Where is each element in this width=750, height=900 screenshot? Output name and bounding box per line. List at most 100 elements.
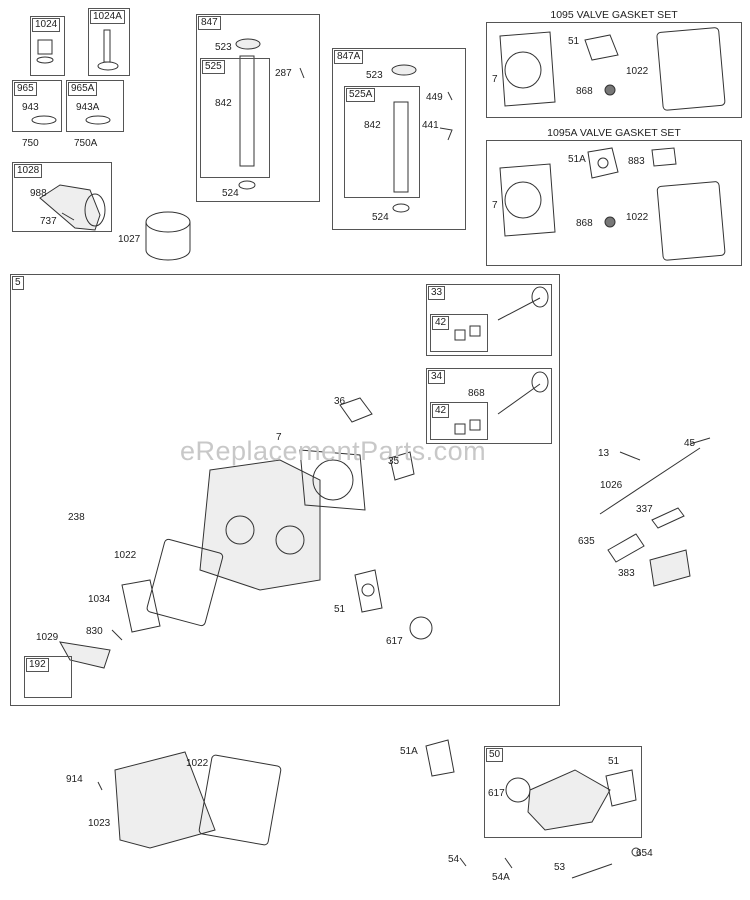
box-847 bbox=[196, 14, 320, 202]
box-1028 bbox=[12, 162, 112, 232]
box-5 bbox=[10, 274, 560, 706]
part-524b: 524 bbox=[372, 212, 389, 223]
box-1024a bbox=[88, 8, 130, 76]
part-617-bottom: 617 bbox=[488, 788, 505, 799]
part-842: 842 bbox=[215, 98, 232, 109]
label-1024: 1024 bbox=[32, 18, 61, 32]
part-943a: 943A bbox=[76, 102, 100, 113]
label-1024a: 1024A bbox=[90, 10, 125, 24]
part-54a: 54A bbox=[492, 872, 510, 883]
label-965: 965 bbox=[14, 82, 37, 96]
part-635: 635 bbox=[578, 536, 595, 547]
part-36: 36 bbox=[334, 396, 346, 407]
breather-plate-icon bbox=[121, 579, 161, 633]
box-34 bbox=[426, 368, 552, 444]
label-42-b: 42 bbox=[432, 404, 450, 418]
part-617-head: 617 bbox=[386, 636, 403, 647]
part-337: 337 bbox=[636, 504, 653, 515]
label-1028: 1028 bbox=[14, 164, 43, 178]
box-1095 bbox=[486, 8, 742, 118]
label-34: 34 bbox=[428, 370, 446, 384]
label-42-a: 42 bbox=[432, 316, 450, 330]
box-525a bbox=[344, 86, 420, 198]
part-383: 383 bbox=[618, 568, 635, 579]
label-847a: 847A bbox=[334, 50, 364, 64]
part-45: 45 bbox=[684, 438, 696, 449]
part-1022-head: 1022 bbox=[114, 550, 137, 561]
box-965a bbox=[66, 80, 124, 132]
box-1095a bbox=[486, 126, 742, 266]
part-51A-top: 51A bbox=[568, 154, 586, 165]
box-847a bbox=[332, 48, 466, 230]
part-1022-bottom: 1022 bbox=[186, 758, 209, 769]
part-1022-mid: 1022 bbox=[626, 212, 649, 223]
valve-b-icon bbox=[454, 371, 549, 435]
label-1095a: 1095A VALVE GASKET SET bbox=[486, 126, 742, 141]
watermark: eReplacementParts.com bbox=[180, 436, 487, 466]
part-1029: 1029 bbox=[36, 632, 59, 643]
part-830: 830 bbox=[86, 626, 103, 637]
part-523: 523 bbox=[215, 42, 232, 53]
part-1027: 1027 bbox=[118, 234, 141, 245]
part-883: 883 bbox=[628, 156, 645, 167]
valve-cover-icon bbox=[97, 751, 282, 849]
label-525a: 525A bbox=[346, 88, 376, 102]
part-441: 441 bbox=[422, 120, 439, 131]
part-914: 914 bbox=[66, 774, 83, 785]
part-287: 287 bbox=[275, 68, 292, 79]
breather-tube-icon bbox=[97, 29, 119, 71]
valve-icon bbox=[454, 286, 549, 341]
label-525: 525 bbox=[202, 60, 225, 74]
part-7-top: 7 bbox=[492, 74, 498, 85]
valve-cover-gasket-icon bbox=[146, 538, 224, 627]
part-524: 524 bbox=[222, 188, 239, 199]
part-51A-bottom: 51A bbox=[400, 746, 418, 757]
label-192: 192 bbox=[26, 658, 49, 672]
part-868-top: 868 bbox=[576, 86, 593, 97]
part-988: 988 bbox=[30, 188, 47, 199]
intake-gasket-icon bbox=[354, 569, 433, 640]
oil-filter-icon bbox=[145, 211, 191, 261]
part-1026: 1026 bbox=[600, 480, 623, 491]
label-33: 33 bbox=[428, 286, 446, 300]
box-965 bbox=[12, 80, 62, 132]
part-654: 654 bbox=[636, 848, 653, 859]
label-965a: 965A bbox=[68, 82, 98, 96]
part-842b: 842 bbox=[364, 120, 381, 131]
dipstick-tube-alt-icon bbox=[391, 64, 453, 213]
part-35: 35 bbox=[388, 456, 400, 467]
box-192 bbox=[24, 656, 72, 698]
part-51-bottom: 51 bbox=[608, 756, 620, 767]
part-1023: 1023 bbox=[88, 818, 111, 829]
part-53: 53 bbox=[554, 862, 566, 873]
box-33 bbox=[426, 284, 552, 356]
part-51-top: 51 bbox=[568, 36, 580, 47]
part-750: 750 bbox=[22, 138, 39, 149]
dipstick-tube-icon bbox=[235, 38, 305, 190]
label-847: 847 bbox=[198, 16, 221, 30]
part-523b: 523 bbox=[366, 70, 383, 81]
part-238: 238 bbox=[68, 512, 85, 523]
valve-gasket-a-icon bbox=[499, 147, 726, 261]
oil-pump-icon bbox=[39, 184, 106, 231]
label-50: 50 bbox=[486, 748, 504, 762]
box-42-b bbox=[430, 402, 488, 440]
intake-manifold-icon bbox=[425, 739, 641, 879]
part-943: 943 bbox=[22, 102, 39, 113]
part-868-valve: 868 bbox=[468, 388, 485, 399]
spark-plug-icon bbox=[599, 437, 711, 587]
part-13: 13 bbox=[598, 448, 610, 459]
part-51-head: 51 bbox=[334, 604, 346, 615]
box-42-a bbox=[430, 314, 488, 352]
label-5: 5 bbox=[12, 276, 24, 290]
part-449: 449 bbox=[426, 92, 443, 103]
part-1034: 1034 bbox=[88, 594, 111, 605]
part-868-mid: 868 bbox=[576, 218, 593, 229]
breather-part-icon bbox=[36, 39, 54, 64]
box-1024 bbox=[30, 16, 65, 76]
part-54: 54 bbox=[448, 854, 460, 865]
box-50 bbox=[484, 746, 642, 838]
part-7-mid: 7 bbox=[492, 200, 498, 211]
label-1095: 1095 VALVE GASKET SET bbox=[486, 8, 742, 23]
